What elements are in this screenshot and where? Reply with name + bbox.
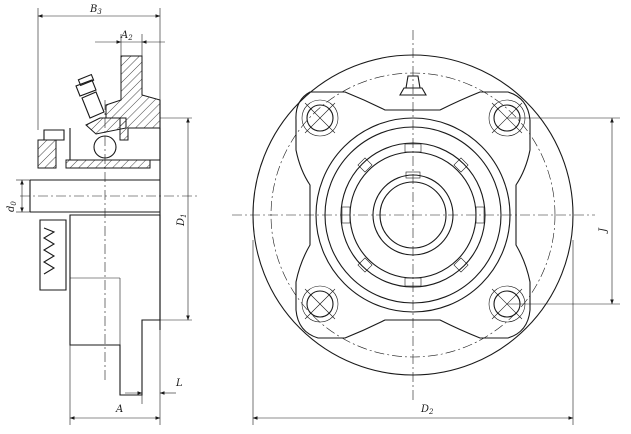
housing-upper [69, 128, 161, 161]
label-d0: d0 [6, 201, 18, 212]
outer-ring [85, 117, 127, 135]
side-dimensions [16, 8, 190, 425]
label-D2: D2 [420, 404, 434, 416]
side-section-view [20, 55, 200, 396]
label-A: A [115, 404, 123, 415]
flange-section [105, 55, 161, 141]
label-A2: A2 [120, 30, 133, 42]
locking-teeth [341, 143, 485, 287]
locking-collar [37, 129, 67, 291]
flange-ears [295, 91, 531, 339]
front-view [232, 30, 595, 400]
front-dimensions [252, 117, 620, 425]
label-J: J [598, 227, 609, 234]
housing-lower [69, 214, 161, 396]
grease-nipple [75, 73, 105, 119]
inner-ring [65, 159, 151, 169]
bolt-holes [301, 99, 526, 323]
label-D1: D1 [176, 214, 188, 228]
label-B3: B3 [89, 4, 102, 16]
label-L: L [175, 378, 183, 389]
